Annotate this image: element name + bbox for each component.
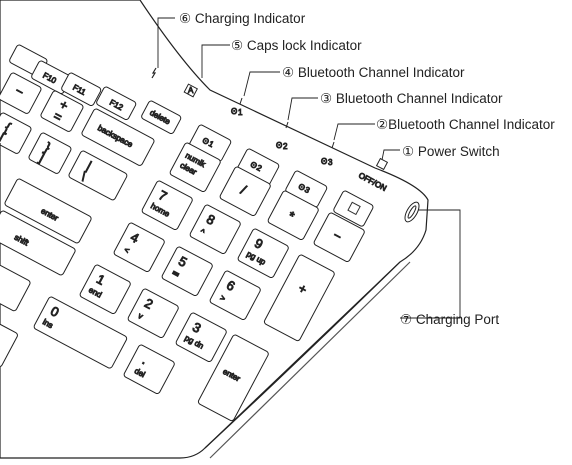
key-bracket-l: {[ [0, 112, 32, 154]
key-bt2: ʘ2 [237, 148, 280, 186]
key-plus-eq: += [40, 90, 84, 132]
key-minus-num: − [313, 212, 365, 263]
key-backslash: |\ [68, 150, 128, 201]
key-backspace: backspace [81, 108, 155, 166]
key-plus-num: + [263, 254, 335, 342]
bt2-ind-label: 2 [283, 142, 288, 151]
callout-charging-indicator: ⑥ Charging Indicator [179, 11, 306, 26]
alpha-keys: − += backspace {[ }] |\ enter shift [0, 72, 155, 368]
bt1-key-label: 1 [207, 139, 216, 149]
power-switch[interactable] [375, 157, 389, 171]
svg-text:\: \ [79, 169, 90, 184]
callout-charging-port: ⑦ Charging Port [400, 312, 499, 327]
bt3-ind-icon: ʘ [321, 157, 327, 166]
charging-port[interactable] [402, 200, 422, 224]
key-9: 9pg up [237, 228, 289, 279]
svg-text:<: < [123, 245, 132, 255]
key-f11: F11 [61, 72, 102, 107]
key-enter-num: enter [197, 334, 269, 422]
bt2-indicator [285, 121, 289, 129]
key-power-icon [333, 190, 374, 227]
callout-caps-lock-indicator: ⑤ Caps lock Indicator [231, 38, 362, 53]
key-2: 2v [127, 288, 179, 339]
callout-power-switch: ① Power Switch [402, 144, 500, 159]
svg-text:]: ] [37, 150, 47, 165]
callouts: ⑥ Charging Indicator ⑤ Caps lock Indicat… [179, 11, 555, 327]
key-dot: .del [123, 344, 175, 395]
svg-text:v: v [137, 311, 145, 321]
key-6: 6> [209, 270, 261, 321]
key-enter: enter [4, 178, 92, 244]
bt2-key-label: 2 [255, 163, 264, 173]
bt3-ind-label: 3 [328, 158, 333, 167]
key-shift: shift [0, 210, 76, 276]
caps-indicator [183, 83, 198, 98]
key-bt3: ʘ3 [285, 170, 328, 208]
key-left-partial-2 [0, 320, 18, 368]
key-8: 8^ [189, 204, 241, 255]
key-3: 3pg dn [175, 312, 227, 363]
callout-bluetooth-channel-3: ③ Bluetooth Channel Indicator [320, 91, 503, 106]
svg-text:ʘ: ʘ [249, 160, 259, 171]
key-4: 4< [113, 222, 165, 273]
callout-bluetooth-channel-2: ②Bluetooth Channel Indicator [376, 117, 555, 132]
svg-text:ʘ: ʘ [297, 182, 307, 193]
svg-text:ʘ: ʘ [201, 136, 211, 147]
svg-text:^: ^ [199, 227, 207, 237]
bt1-indicator [239, 97, 243, 105]
bt1-ind-label: 1 [238, 108, 243, 117]
key-star: * [267, 190, 319, 241]
svg-text:>: > [219, 293, 228, 303]
function-row: F10 F11 F12 delete [9, 44, 182, 135]
key-minus: − [0, 72, 42, 114]
key-f10: F10 [31, 60, 72, 95]
bt3-indicator [331, 141, 335, 149]
key-bracket-r: }] [28, 132, 72, 174]
slash-label: / [238, 182, 249, 197]
dot-label: . [140, 352, 150, 367]
key-delete: delete [141, 100, 182, 135]
bt3-key-label: 3 [303, 185, 312, 195]
key-slash: / [219, 166, 271, 217]
callout-bluetooth-channel-4: ④ Bluetooth Channel Indicator [282, 65, 465, 80]
key-f12: F12 [96, 86, 137, 121]
bt2-ind-icon: ʘ [276, 141, 282, 150]
bt1-ind-icon: ʘ [231, 107, 237, 116]
key-5: 5 [161, 246, 213, 297]
leader-lines [157, 17, 461, 319]
charging-indicator-icon [151, 67, 157, 79]
svg-text:|: | [84, 158, 94, 173]
caps-indicator-label: A [188, 86, 194, 95]
key-left-partial [0, 262, 31, 312]
